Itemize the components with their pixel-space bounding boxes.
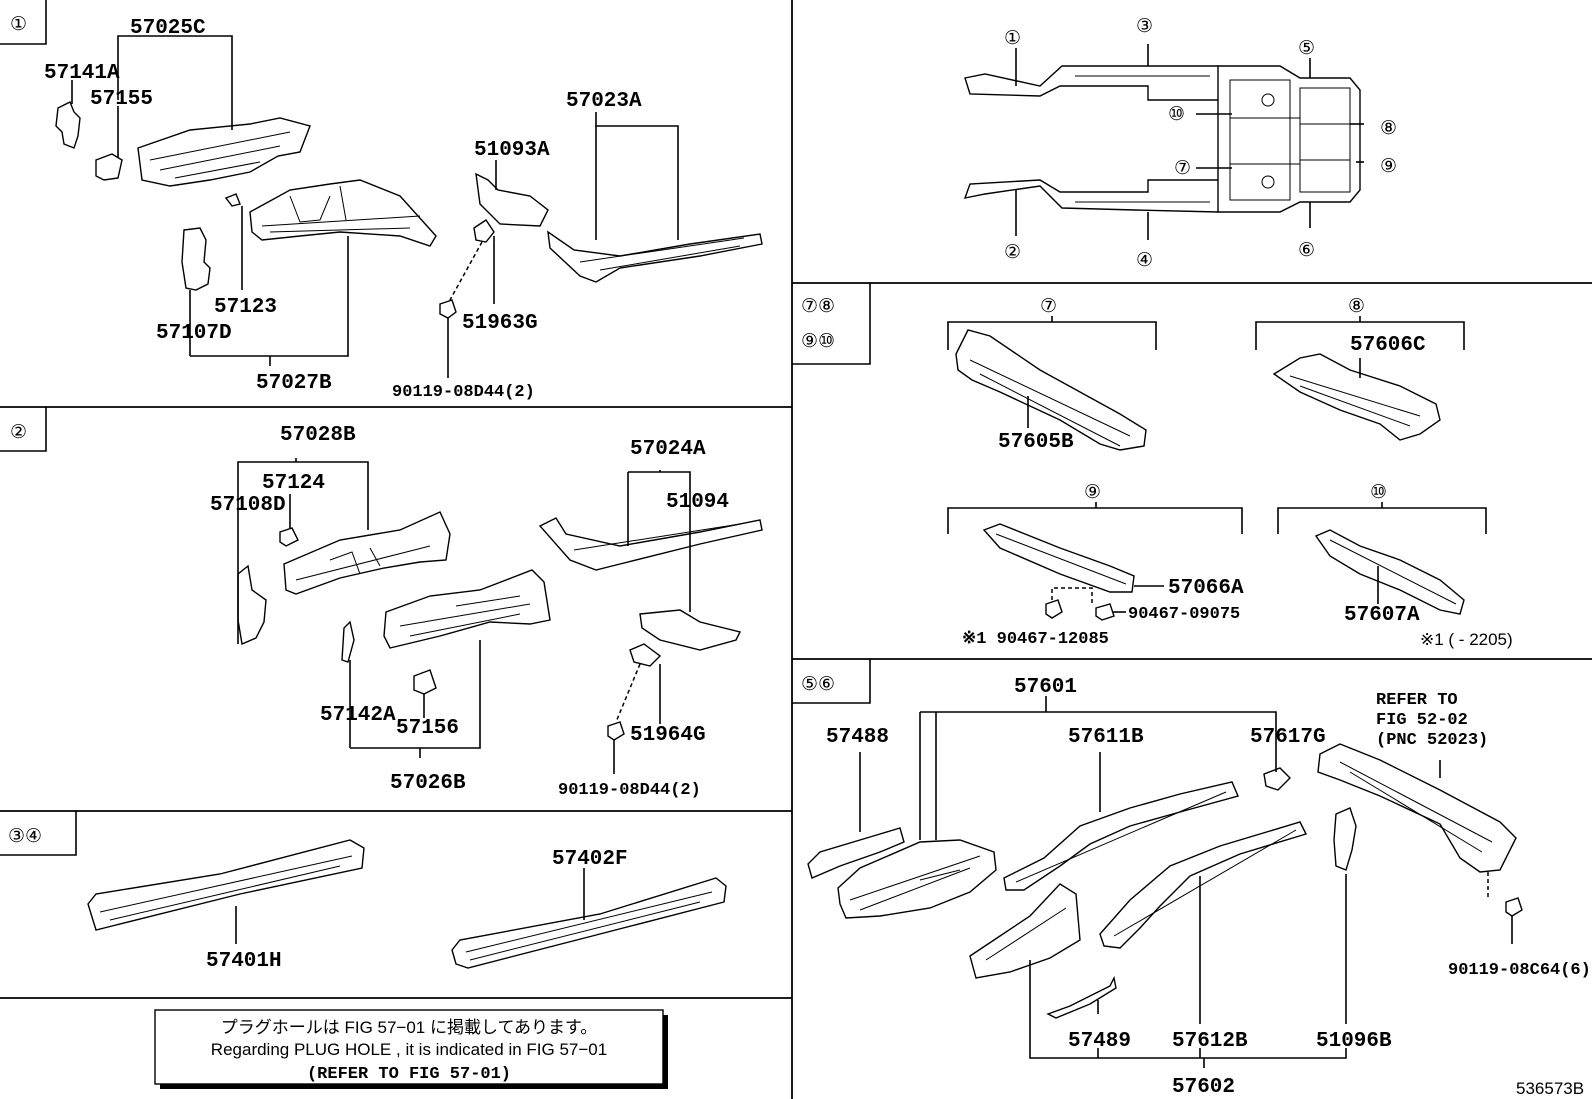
label-p57611b: 57611B <box>1068 726 1144 749</box>
label-p57601: 57601 <box>1014 676 1077 699</box>
label-p51094: 51094 <box>666 491 729 514</box>
section-5-6-leaders <box>859 696 1513 1068</box>
label-g8: ⑧ <box>1348 296 1365 317</box>
label-marker-row1: ⑦⑧ <box>801 296 835 317</box>
label-5: ⑥ <box>1298 240 1315 261</box>
section-marker-2: ② <box>0 407 47 452</box>
label-marker-row2: ⑨⑩ <box>801 331 835 352</box>
section-5-6-parts <box>807 743 1523 1019</box>
section-marker-3-4: ③④ <box>0 811 77 856</box>
label-p57124: 57124 <box>262 472 325 495</box>
label-p57142a: 57142A <box>320 704 396 727</box>
label-p90119-08d44-a: 90119-08D44(2) <box>392 383 535 402</box>
label-0: ① <box>1004 28 1021 49</box>
figure-id: 536573B <box>1516 1079 1584 1098</box>
label-p57066a: 57066A <box>1168 577 1244 600</box>
label-p57027b: 57027B <box>256 372 332 395</box>
label-p57141a: 57141A <box>44 62 120 85</box>
label-p57402f: 57402F <box>552 848 628 871</box>
label-p57488: 57488 <box>826 726 889 749</box>
label-7: ⑧ <box>1380 118 1397 139</box>
label-g9: ⑨ <box>1084 482 1101 503</box>
section-7-10-brackets <box>947 316 1487 534</box>
section-7-10-labels: 57605B 57606C 57066A 90467-09075 ※1 9046… <box>962 334 1513 649</box>
section-marker-5-6: ⑤⑥ <box>792 659 871 704</box>
overview-frame-diagram <box>963 44 1364 240</box>
label-p57023a: 57023A <box>566 90 642 113</box>
section-marker-7-8-9-10: ⑦⑧ ⑨⑩ <box>792 283 871 365</box>
section-1-labels: 57025C 57141A 57155 57023A 51093A 57123 … <box>44 17 642 402</box>
label-p57155: 57155 <box>90 88 153 111</box>
label-note-range: ※1 ( - 2205) <box>1420 630 1513 649</box>
label-p57401h: 57401H <box>206 950 282 973</box>
label-4: ⑤ <box>1298 38 1315 59</box>
label-g10: ⑩ <box>1370 482 1387 503</box>
label-p57612b: 57612B <box>1172 1030 1248 1053</box>
label-p90467-09075: 90467-09075 <box>1128 605 1240 624</box>
overview-callouts: ① ② ③ ④ ⑤ ⑥ ⑦ ⑧ ⑨ ⑩ <box>1004 16 1397 271</box>
section-7-10-leaders <box>1027 358 1379 613</box>
label-p51963g: 51963G <box>462 312 538 335</box>
label-p57026b: 57026B <box>390 772 466 795</box>
label-p57123: 57123 <box>214 296 277 319</box>
label-2: ③ <box>1136 16 1153 37</box>
label-p51093a: 51093A <box>474 139 550 162</box>
section-3-4-leaders <box>235 868 585 944</box>
label-8: ⑨ <box>1380 156 1397 177</box>
label-p51964g: 51964G <box>630 724 706 747</box>
section-3-4-parts <box>87 839 727 969</box>
label-p57108d: 57108D <box>210 494 286 517</box>
label-p57024a: 57024A <box>630 438 706 461</box>
label-p51096b: 51096B <box>1316 1030 1392 1053</box>
section-2-leaders <box>237 458 691 774</box>
plug-hole-note: プラグホールは FIG 57−01 に掲載してあります。 Regarding P… <box>154 1009 668 1089</box>
label-p57156: 57156 <box>396 717 459 740</box>
plug-note-line-3: (REFER TO FIG 57-01) <box>307 1065 511 1084</box>
label-p57602: 57602 <box>1172 1076 1235 1099</box>
label-1: ② <box>1004 242 1021 263</box>
section-3-4-labels: 57401H 57402F <box>206 848 628 973</box>
label-p57605b: 57605B <box>998 431 1074 454</box>
section-7-10-parts <box>955 329 1465 621</box>
label-9: ⑩ <box>1168 104 1185 125</box>
section-marker-1: ① <box>0 0 47 45</box>
label-g7: ⑦ <box>1040 296 1057 317</box>
label-3: ④ <box>1136 250 1153 271</box>
label-p57617g: 57617G <box>1250 726 1326 749</box>
section-1-leaders <box>71 35 679 378</box>
label-p57607a: 57607A <box>1344 604 1420 627</box>
label-p57606c: 57606C <box>1350 334 1426 357</box>
section-2-labels: 57028B 57124 57108D 57024A 51094 57142A … <box>210 424 729 800</box>
section-7-10-markers: ⑦ ⑧ ⑨ ⑩ <box>1040 296 1387 503</box>
label-marker: ① <box>10 14 27 35</box>
section-2-parts <box>237 511 763 741</box>
label-p90119-08d44-b: 90119-08D44(2) <box>558 781 701 800</box>
plug-note-line-2: Regarding PLUG HOLE , it is indicated in… <box>211 1040 607 1059</box>
label-marker: ③④ <box>8 826 42 847</box>
label-marker: ② <box>10 422 27 443</box>
label-marker: ⑤⑥ <box>801 674 835 695</box>
label-refer-line2: FIG 52-02 <box>1376 711 1468 730</box>
section-5-6-labels: 57601 57488 57611B 57617G REFER TO FIG 5… <box>826 676 1591 1099</box>
label-6: ⑦ <box>1174 158 1191 179</box>
label-p90467-12085: ※1 90467-12085 <box>962 630 1109 649</box>
label-p57489: 57489 <box>1068 1030 1131 1053</box>
label-refer-line3: (PNC 52023) <box>1376 731 1488 750</box>
section-1-parts <box>55 101 763 319</box>
label-p57107d: 57107D <box>156 322 232 345</box>
label-refer-line1: REFER TO <box>1376 691 1458 710</box>
label-p90119-08c64: 90119-08C64(6) <box>1448 961 1591 980</box>
label-p57028b: 57028B <box>280 424 356 447</box>
label-p57025c: 57025C <box>130 17 206 40</box>
plug-note-line-1: プラグホールは FIG 57−01 に掲載してあります。 <box>221 1018 598 1037</box>
